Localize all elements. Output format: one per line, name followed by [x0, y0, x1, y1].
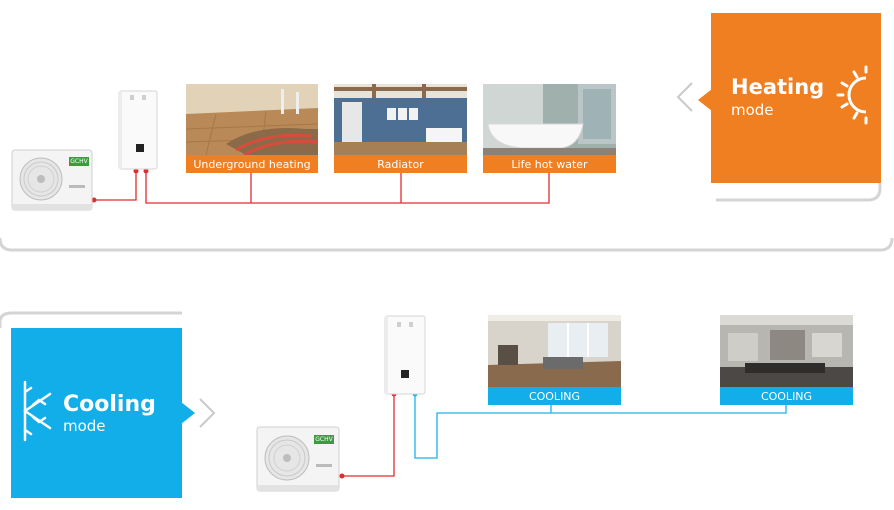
heating-chevron-icon	[676, 82, 693, 112]
underground-heating-label: Underground heating	[186, 155, 318, 173]
heating-panel-frame	[0, 237, 894, 252]
heating-mode-subtitle: mode	[731, 101, 774, 119]
snowflake-icon	[23, 380, 52, 442]
cooling-pointer	[181, 402, 195, 424]
cooling-cold-pipes	[414, 395, 787, 459]
cooling-room-image-2	[720, 315, 853, 387]
heating-pointer	[698, 89, 712, 111]
cooling-room-label-2: COOLING	[720, 387, 853, 405]
cooling-mode-title: Cooling	[63, 392, 156, 417]
indoor-unit-heating	[118, 90, 158, 170]
heating-mode-box: Heating mode	[698, 13, 881, 183]
sun-icon	[836, 65, 868, 125]
cooling-room-label-1: COOLING	[488, 387, 621, 405]
heating-box-frame	[716, 183, 882, 202]
outdoor-unit-heating: GCHV	[11, 149, 95, 212]
brand-badge: GCHV	[69, 157, 89, 166]
cooling-mode-subtitle: mode	[63, 417, 106, 435]
life-hot-water-label: Life hot water	[483, 155, 616, 173]
cooling-chevron-icon	[199, 398, 216, 428]
underground-heating-image	[186, 84, 318, 155]
heating-pipe-joints	[91, 168, 149, 203]
cooling-room-image-1	[488, 315, 621, 387]
radiator-image	[334, 84, 467, 155]
heating-mode-title: Heating	[731, 75, 825, 99]
radiator-label: Radiator	[334, 155, 467, 173]
heating-pipes	[94, 172, 550, 204]
indoor-unit-cooling	[384, 315, 426, 395]
cooling-hot-pipe	[342, 395, 395, 477]
cooling-mode-box: Cooling mode	[11, 328, 195, 498]
outdoor-unit-cooling: GCHV	[256, 426, 342, 494]
cooling-pipe-joints	[339, 391, 418, 479]
brand-badge-cooling: GCHV	[314, 435, 334, 444]
life-hot-water-image	[483, 84, 616, 155]
cooling-panel-frame	[0, 311, 182, 328]
